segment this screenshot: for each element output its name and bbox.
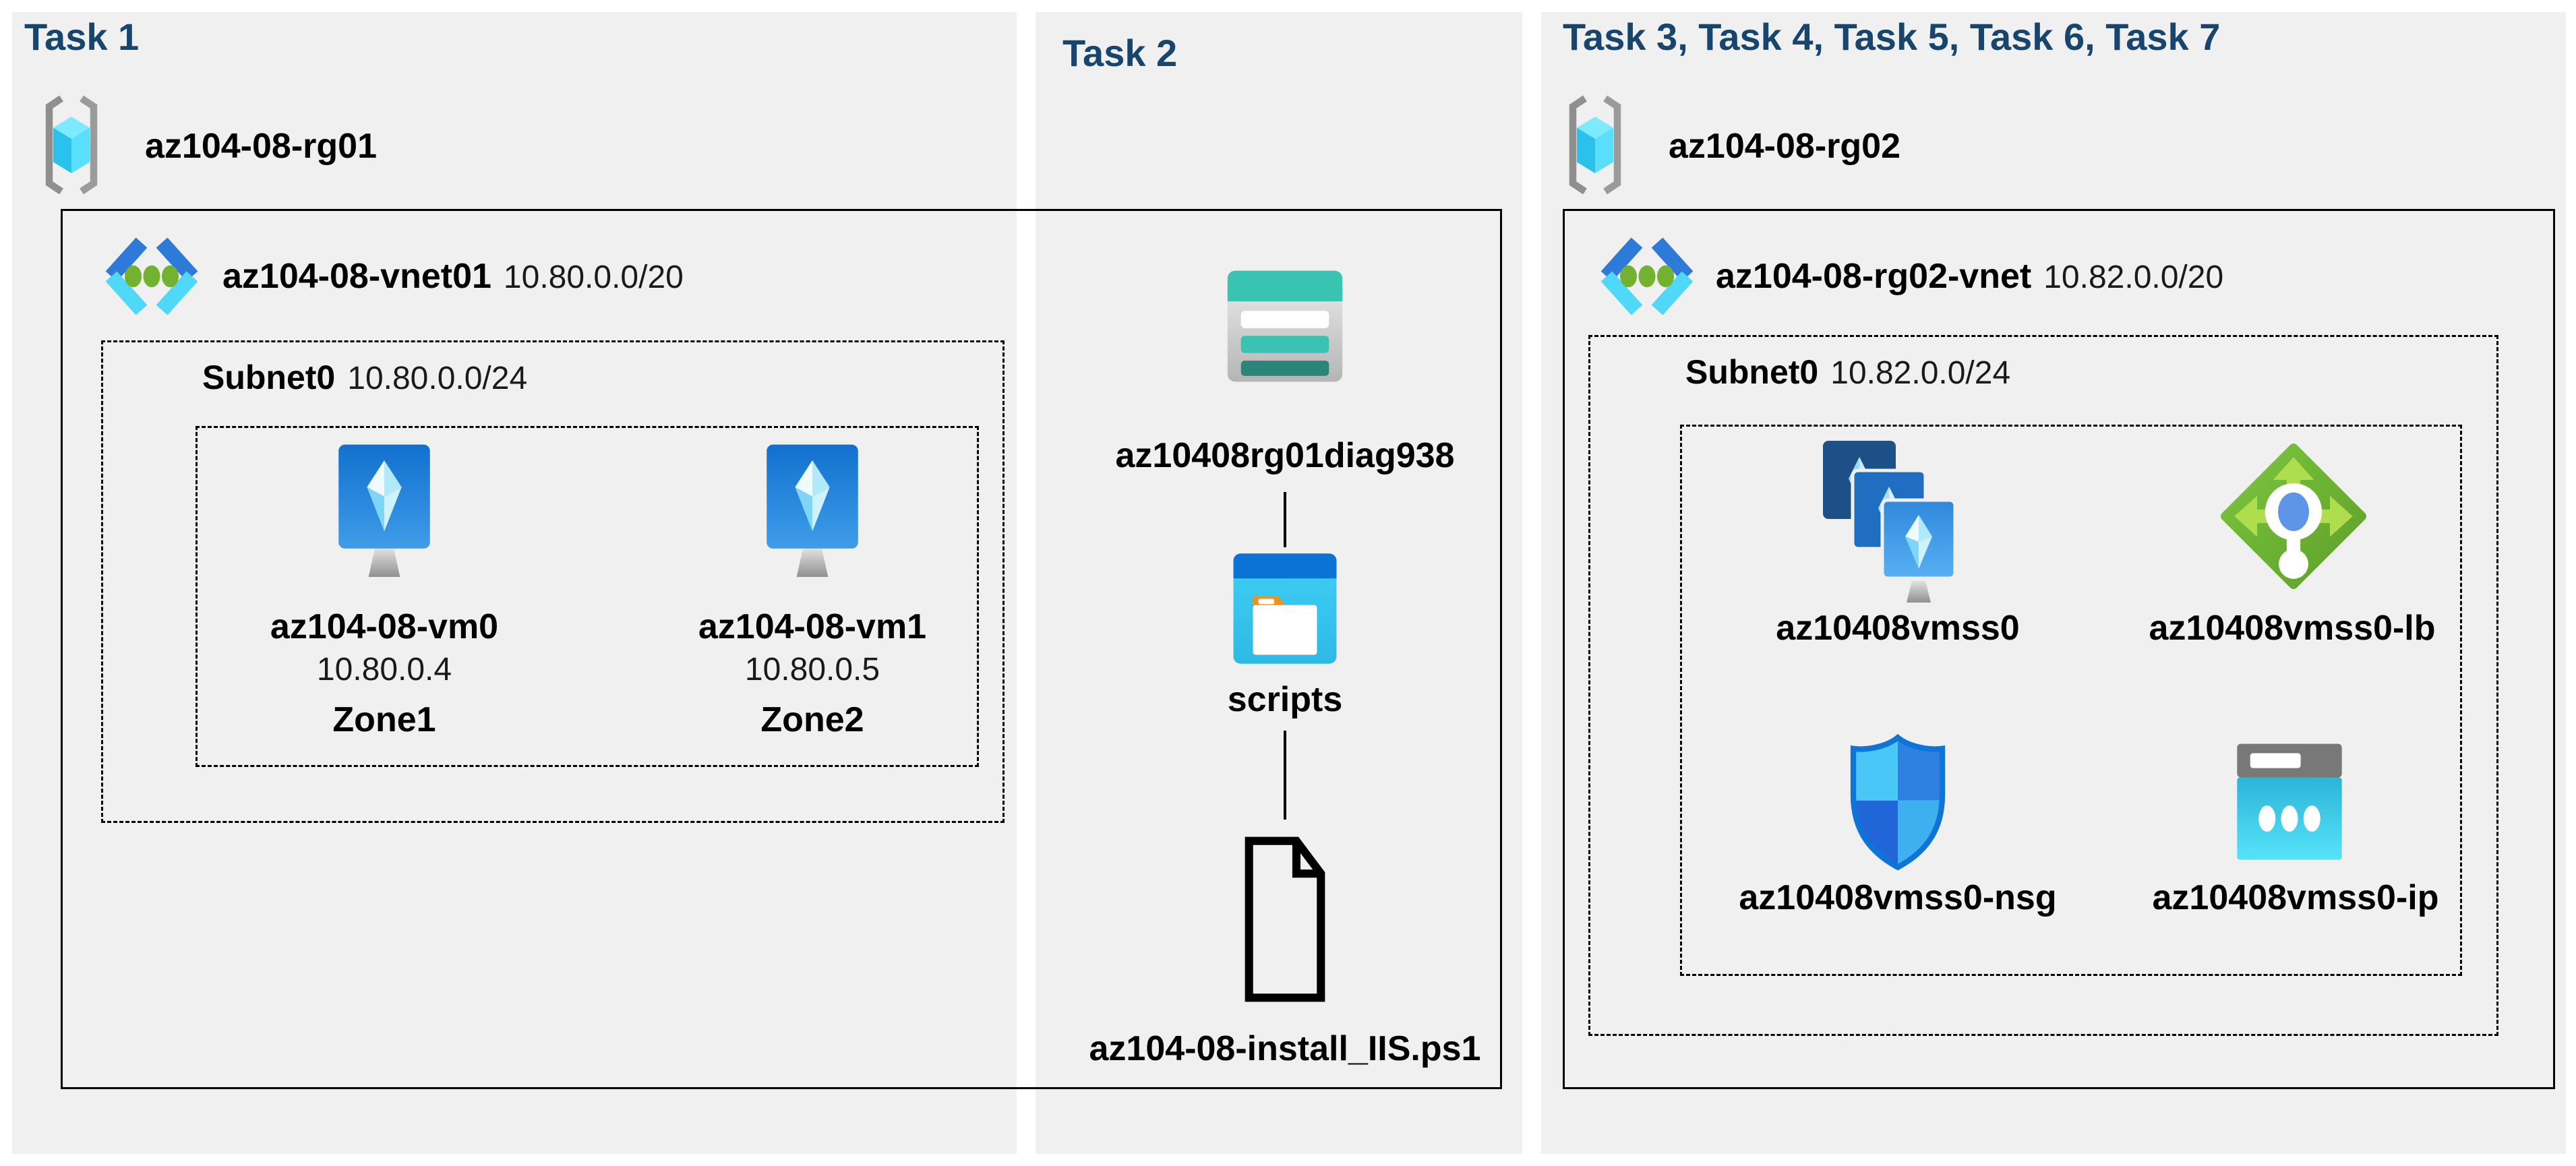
vnet-name: az104-08-vnet01 10.80.0.0/20 <box>222 246 684 308</box>
resource-group-name: az104-08-rg01 <box>145 127 377 166</box>
load-balancer-icon <box>2221 443 2366 589</box>
task1-panel <box>12 12 1017 1154</box>
virtual-machine-icon <box>762 441 863 586</box>
task1-title: Task 1 <box>24 16 140 58</box>
subnet-cidr-text: 10.82.0.0/24 <box>1830 355 2011 391</box>
vnet-cidr-text: 10.80.0.0/20 <box>503 259 684 295</box>
subnet-name-text: Subnet0 <box>1685 353 1819 391</box>
storage-account-icon <box>1224 267 1346 386</box>
vmss-resources-box <box>1680 425 2462 976</box>
vnet-name: az104-08-rg02-vnet 10.82.0.0/20 <box>1716 246 2223 308</box>
resource-group-icon <box>39 94 104 195</box>
vm-name: az104-08-vm0 <box>270 607 499 646</box>
vm-ip: 10.80.0.5 <box>744 652 880 687</box>
vm-name: az104-08-vm1 <box>698 607 927 646</box>
subnet-label: Subnet0 10.82.0.0/24 <box>1685 350 2010 402</box>
nsg-name: az10408vmss0-nsg <box>1739 878 2057 917</box>
virtual-machine-icon <box>334 441 435 586</box>
vm-scale-set-icon <box>1820 438 1977 611</box>
connector-line <box>1284 492 1286 547</box>
public-ip-icon <box>2231 740 2347 865</box>
public-ip-name: az10408vmss0-ip <box>2152 878 2439 917</box>
rg02-vnet-boundary-box <box>1563 209 2555 1089</box>
connector-line <box>1284 731 1286 820</box>
subnet-cidr-text: 10.80.0.0/24 <box>347 361 528 396</box>
blob-container-icon <box>1230 550 1340 667</box>
task3-title: Task 3, Task 4, Task 5, Task 6, Task 7 <box>1563 16 2221 58</box>
storage-account-name: az10408rg01diag938 <box>1115 436 1455 475</box>
vnet-cidr-text: 10.82.0.0/20 <box>2043 259 2224 295</box>
resource-group-name: az104-08-rg02 <box>1669 127 1900 166</box>
load-balancer-name: az10408vmss0-lb <box>2149 609 2436 648</box>
vnet-name-text: az104-08-rg02-vnet <box>1716 257 2032 296</box>
vm-zone: Zone2 <box>760 700 864 739</box>
script-file-name: az104-08-install_IIS.ps1 <box>1089 1029 1481 1068</box>
task2-title: Task 2 <box>1062 32 1178 74</box>
vnet01-boundary-box <box>61 209 1502 1089</box>
script-file-icon <box>1242 834 1327 1004</box>
virtual-network-icon <box>1593 236 1701 317</box>
task3-panel <box>1541 12 2566 1154</box>
subnet0-box <box>1588 335 2498 1036</box>
subnet-name-text: Subnet0 <box>202 359 336 396</box>
virtual-network-icon <box>98 236 206 317</box>
container-name: scripts <box>1227 680 1343 719</box>
vm-zone: Zone1 <box>332 700 436 739</box>
vmss-name: az10408vmss0 <box>1776 609 2020 648</box>
subnet0-box <box>101 340 1005 823</box>
vnet-name-text: az104-08-vnet01 <box>222 257 491 296</box>
vm-ip: 10.80.0.4 <box>316 652 452 687</box>
resource-group-icon <box>1563 94 1627 195</box>
network-security-group-icon <box>1846 732 1950 873</box>
subnet-label: Subnet0 10.80.0.0/24 <box>202 356 527 408</box>
availability-zones-box <box>196 426 979 767</box>
